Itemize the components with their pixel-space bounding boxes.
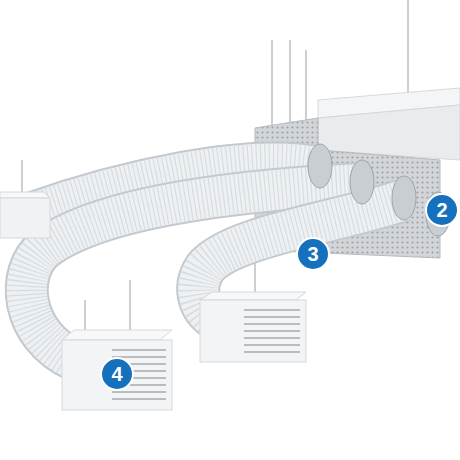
callout-number: 3 <box>296 237 330 271</box>
grille-box <box>62 330 172 410</box>
duct-spigots <box>308 144 450 236</box>
grille-box <box>0 192 50 238</box>
callout-number: 4 <box>100 357 134 391</box>
grille-box <box>200 292 306 362</box>
callout-number: 2 <box>425 193 459 227</box>
